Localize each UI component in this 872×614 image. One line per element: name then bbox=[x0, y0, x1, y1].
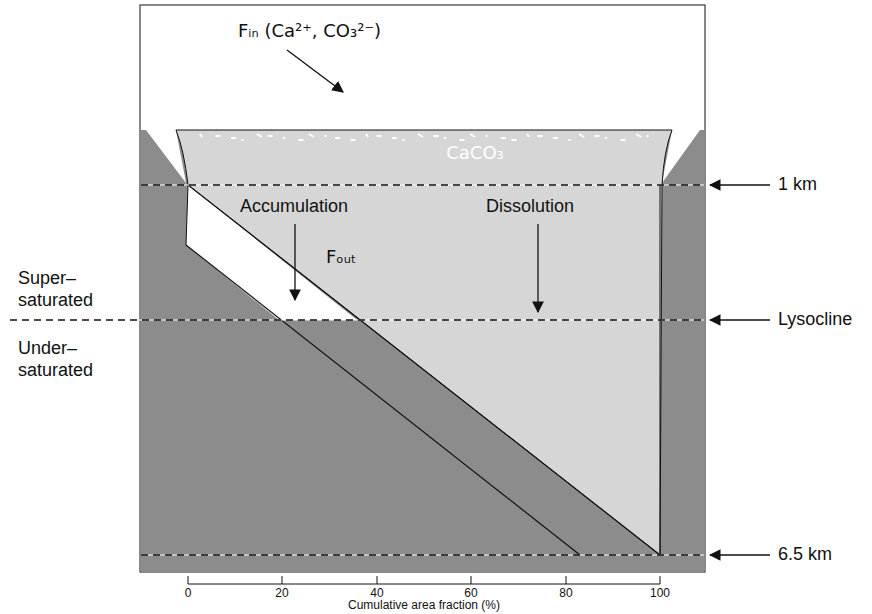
particle bbox=[335, 137, 340, 139]
slope-edge bbox=[186, 185, 188, 245]
particle bbox=[579, 134, 584, 137]
flux-in-label: Fᵢₙ (Ca²⁺, CO₃²⁻) bbox=[238, 20, 381, 42]
sediment-line bbox=[186, 245, 580, 555]
particle bbox=[621, 139, 626, 141]
particle bbox=[216, 135, 221, 137]
particle bbox=[299, 139, 304, 141]
depth-label: Lysocline bbox=[778, 309, 852, 331]
ccd-line bbox=[188, 185, 660, 555]
particle bbox=[268, 135, 273, 137]
particle bbox=[403, 139, 405, 141]
axis-tick bbox=[660, 576, 661, 584]
flux-out-label: Fₒᵤₜ bbox=[326, 246, 356, 268]
particle bbox=[553, 137, 558, 139]
particle bbox=[486, 135, 488, 137]
particle bbox=[460, 139, 465, 141]
zone-label: Accumulation bbox=[240, 196, 348, 218]
accumulation-zone bbox=[186, 185, 357, 320]
depth-label: 1 km bbox=[778, 174, 817, 196]
particle bbox=[325, 135, 327, 137]
frame bbox=[140, 5, 705, 572]
axis-tick bbox=[471, 576, 472, 584]
particle bbox=[647, 135, 649, 137]
particle bbox=[392, 137, 397, 139]
sea-water bbox=[176, 130, 672, 555]
zone-label: Dissolution bbox=[486, 196, 574, 218]
state-label: Super– saturated bbox=[18, 268, 130, 311]
particle bbox=[527, 134, 529, 137]
particle bbox=[309, 134, 314, 137]
x-axis bbox=[188, 576, 660, 584]
arrows bbox=[287, 50, 770, 555]
particle bbox=[501, 137, 506, 139]
particle bbox=[636, 134, 641, 137]
particle bbox=[595, 135, 600, 137]
particle bbox=[434, 135, 439, 137]
tick-label: 20 bbox=[275, 586, 288, 600]
depth-lines bbox=[10, 185, 704, 555]
state-label: Under– saturated bbox=[18, 338, 130, 381]
axis-tick bbox=[282, 576, 283, 584]
tick-label: 0 bbox=[185, 586, 192, 600]
particle bbox=[366, 134, 368, 137]
axis-tick bbox=[566, 576, 567, 584]
particle bbox=[283, 137, 285, 139]
axis-title: Cumulative area fraction (%) bbox=[348, 598, 500, 612]
depth-label: 6.5 km bbox=[778, 544, 832, 566]
particle bbox=[418, 134, 423, 137]
particle bbox=[351, 139, 356, 141]
right-edge bbox=[660, 185, 661, 555]
seafloor bbox=[141, 130, 705, 572]
particle bbox=[242, 139, 244, 141]
particle bbox=[231, 137, 236, 139]
tick-label: 100 bbox=[650, 586, 670, 600]
particle bbox=[444, 137, 446, 139]
particle bbox=[470, 134, 475, 137]
particle bbox=[538, 135, 543, 137]
particle bbox=[257, 134, 262, 137]
particle bbox=[569, 139, 571, 141]
particle bbox=[605, 137, 607, 139]
caco3-label: CaCO₃ bbox=[446, 142, 504, 164]
particle bbox=[200, 134, 202, 137]
tick-label: 80 bbox=[559, 586, 572, 600]
particle bbox=[377, 135, 382, 137]
axis-tick bbox=[188, 576, 189, 584]
particle bbox=[512, 139, 517, 141]
caco3-particles bbox=[200, 134, 649, 140]
axis-tick bbox=[377, 576, 378, 584]
